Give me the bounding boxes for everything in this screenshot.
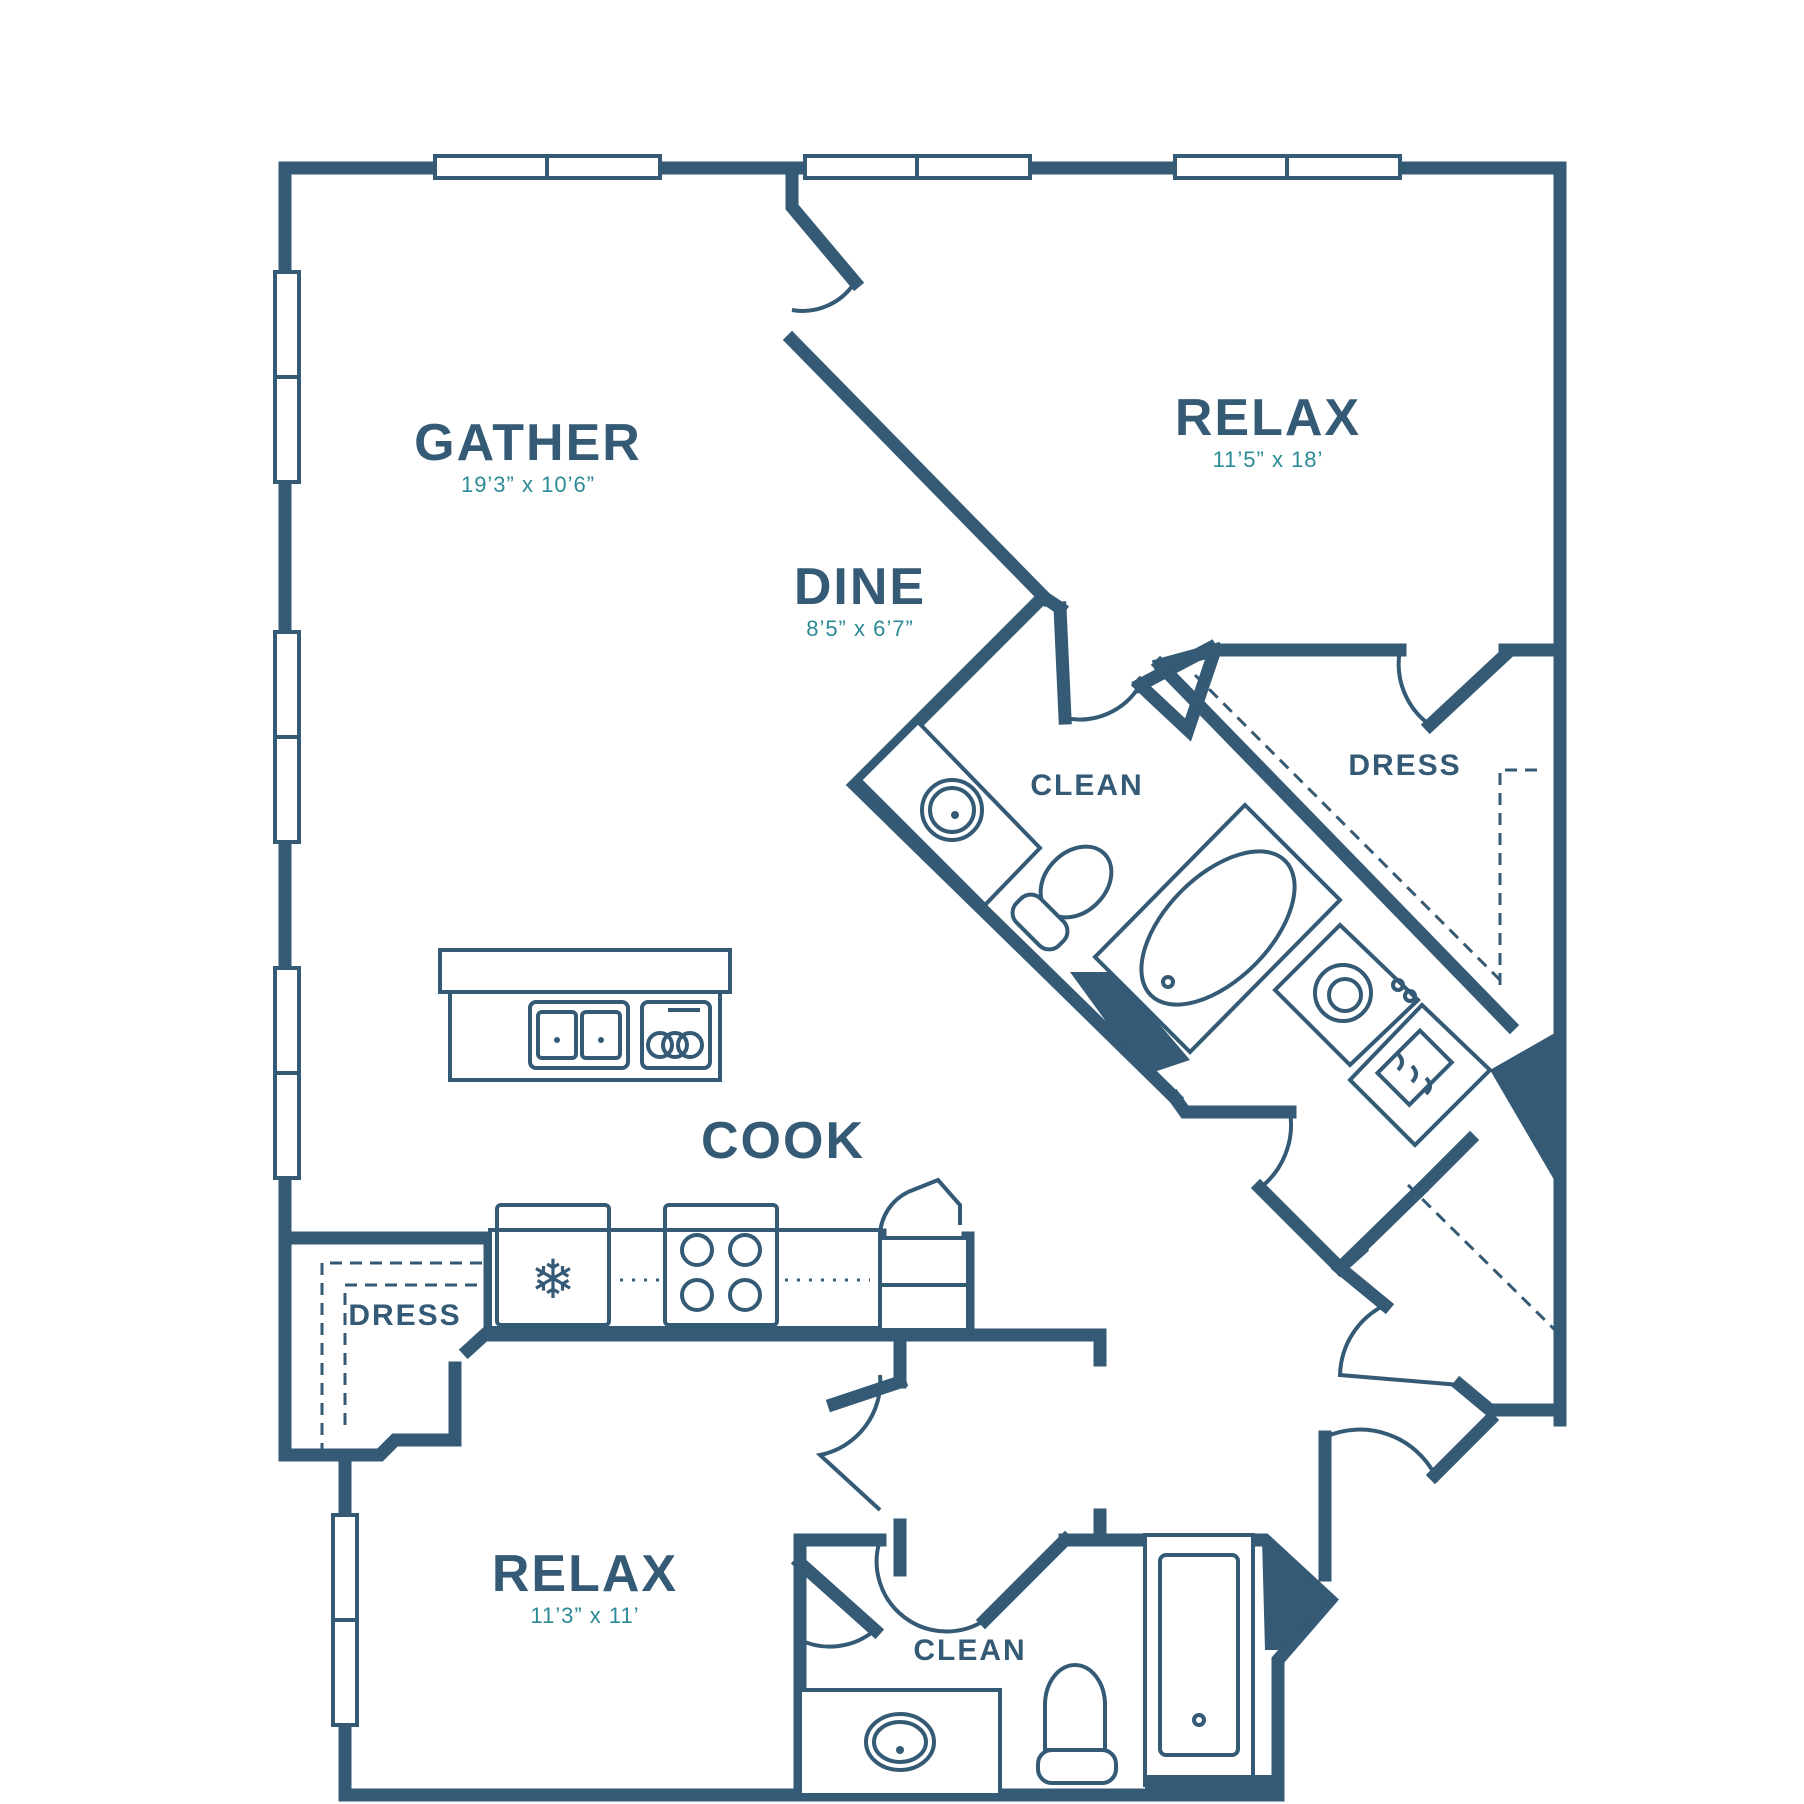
room-name: RELAX <box>492 1545 678 1603</box>
svg-text:❄: ❄ <box>530 1248 575 1311</box>
window-icon <box>803 154 1032 180</box>
sink-icon <box>920 778 984 842</box>
window-icon <box>331 1513 359 1727</box>
pantry-icon <box>878 1236 970 1332</box>
wall-block <box>1145 1775 1278 1797</box>
sink-icon <box>864 1712 936 1772</box>
room-dine: DINE 8’5” x 6’7” <box>794 558 926 641</box>
refrigerator-icon: ❄ <box>495 1203 611 1327</box>
shelf-icon <box>320 673 1557 1455</box>
room-dimension: 19’3” x 10’6” <box>461 472 595 497</box>
sink-icon <box>528 1000 630 1070</box>
room-name: GATHER <box>414 414 642 472</box>
stove-icon <box>663 1203 779 1327</box>
room-name: RELAX <box>1175 389 1361 447</box>
room-relax-main: RELAX 11’5” x 18’ <box>1175 389 1361 472</box>
room-dress-upper: DRESS <box>1348 749 1461 782</box>
washer-icon <box>1272 922 1421 1068</box>
room-cook: COOK <box>701 1112 865 1170</box>
window-icon <box>273 630 301 844</box>
window-icon <box>273 270 301 484</box>
room-clean-lower: CLEAN <box>913 1634 1026 1667</box>
room-dimension: 11’3” x 11’ <box>530 1603 639 1628</box>
dishwasher-icon <box>640 1000 712 1070</box>
room-gather: GATHER 19’3” x 10’6” <box>414 414 642 497</box>
room-name: DINE <box>794 558 926 616</box>
door-swing-icon <box>791 280 1461 1649</box>
bathtub-icon <box>1143 1533 1255 1787</box>
room-dimension: 11’5” x 18’ <box>1213 447 1324 472</box>
wall-block <box>1490 1030 1560 1190</box>
room-clean-upper: CLEAN <box>1030 769 1143 802</box>
window-icon <box>433 154 662 180</box>
room-dimension: 8’5” x 6’7” <box>806 616 914 641</box>
wall-block <box>1070 972 1190 1075</box>
wall-block <box>1262 1538 1330 1650</box>
toilet-icon <box>1010 844 1114 952</box>
window-icon <box>1173 154 1402 180</box>
room-dress-lower: DRESS <box>348 1299 461 1332</box>
dryer-icon <box>1347 1002 1493 1148</box>
window-icon <box>273 966 301 1180</box>
room-relax-second: RELAX 11’3” x 11’ <box>492 1545 678 1628</box>
bathtub-icon <box>1092 802 1343 1055</box>
toilet-icon <box>1036 1663 1118 1785</box>
